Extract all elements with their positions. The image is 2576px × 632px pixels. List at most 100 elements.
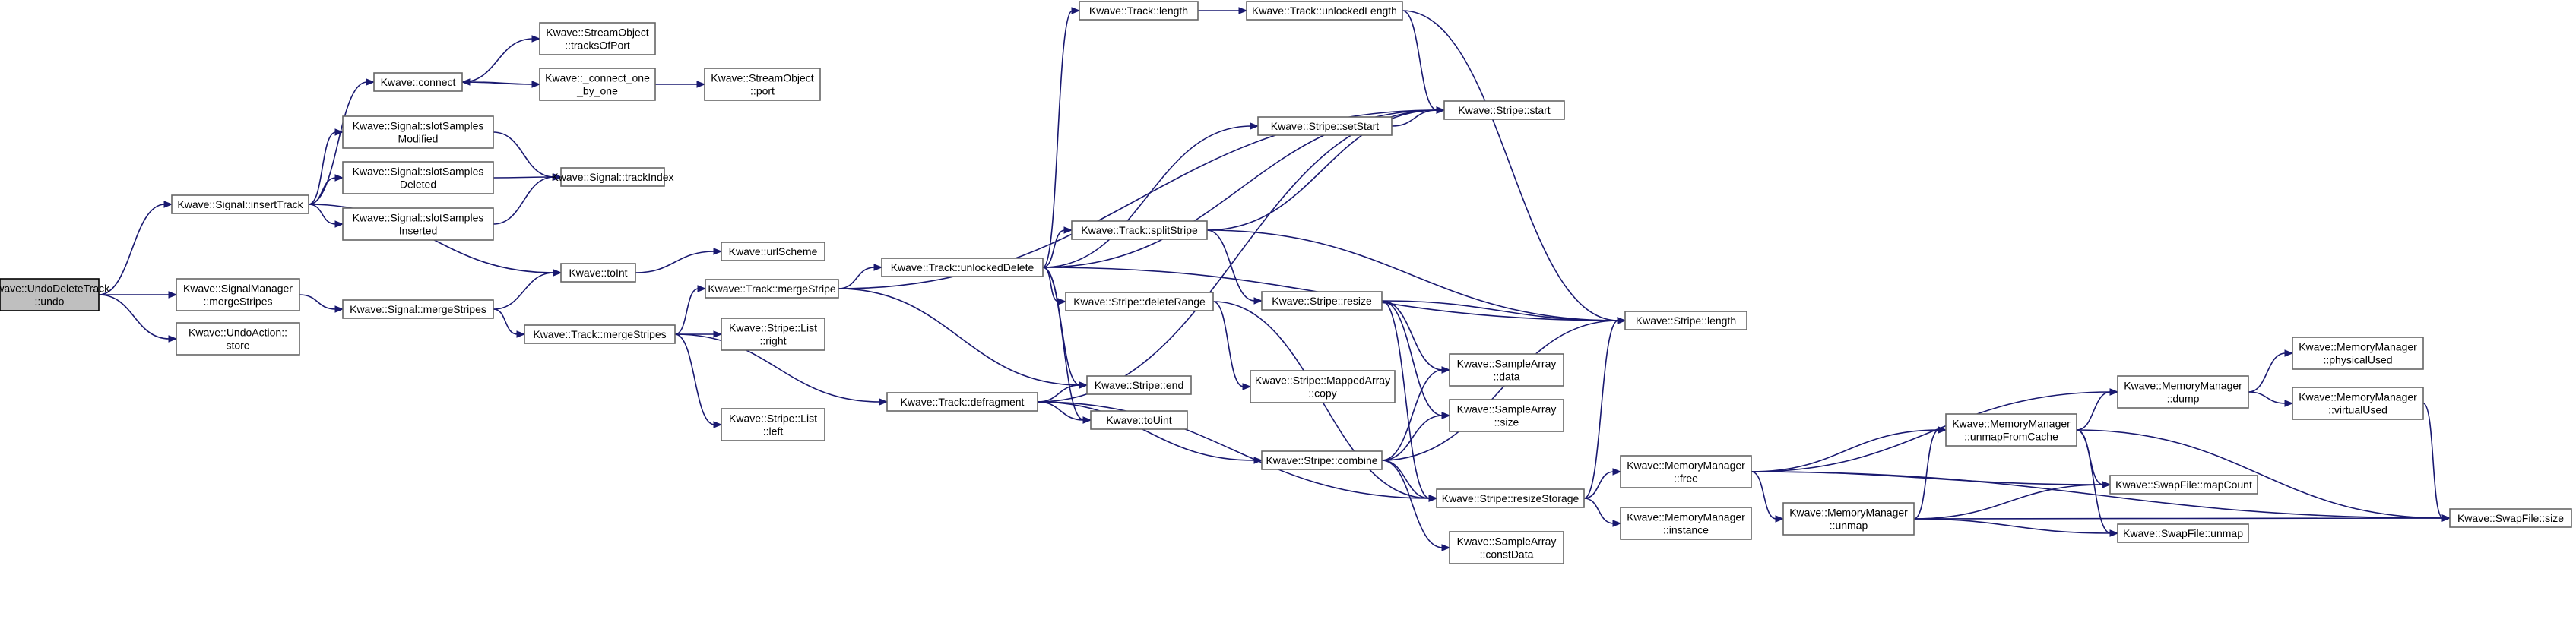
node-box (539, 68, 656, 101)
node-connect[interactable]: Kwave::connect (373, 72, 463, 92)
edge-line (1381, 300, 1431, 499)
node-label: Kwave::Stripe::combine (1266, 454, 1377, 466)
arrowhead (553, 269, 562, 276)
node-toInt[interactable]: Kwave::toInt (560, 263, 636, 283)
node-label: Kwave::MemoryManager (2299, 391, 2417, 403)
node-box (342, 115, 494, 149)
node-box (1449, 531, 1564, 564)
node-sigMerge[interactable]: Kwave::Signal::mergeStripes (342, 299, 494, 319)
node-stripeLength[interactable]: Kwave::Stripe::length (1624, 311, 1747, 330)
node-mmVirtual[interactable]: Kwave::MemoryManager::virtualUsed (2292, 387, 2424, 420)
node-trackIndex[interactable]: Kwave::Signal::trackIndex (551, 167, 674, 187)
node-stripeEnd[interactable]: Kwave::Stripe::end (1086, 375, 1192, 395)
arrowhead (1612, 468, 1622, 476)
node-mmDump[interactable]: Kwave::MemoryManager::dump (2117, 375, 2249, 409)
node-undoStore[interactable]: Kwave::UndoAction::store (176, 322, 300, 356)
node-splitStripe[interactable]: Kwave::Track::splitStripe (1071, 220, 1208, 240)
edge-stripeResize-to-saData (1381, 300, 1451, 374)
node-swapUnmap[interactable]: Kwave::SwapFile::unmap (2117, 523, 2249, 543)
node-box (560, 167, 665, 187)
node-setStart[interactable]: Kwave::Stripe::setStart (1257, 116, 1393, 136)
node-combine[interactable]: Kwave::Stripe::combine (1261, 450, 1383, 470)
edge-line (1037, 401, 1256, 461)
arrowhead (334, 305, 344, 313)
arrowhead (713, 330, 723, 338)
node-saConstData[interactable]: Kwave::SampleArray::constData (1449, 531, 1564, 564)
node-toUint[interactable]: Kwave::toUint (1090, 410, 1188, 430)
arrowhead (1253, 297, 1263, 305)
edge-trackMergeStripe-to-unlockedDelete (838, 264, 883, 289)
nodes-layer: Kwave::UndoDeleteTrack::undoKwave::Signa… (0, 1, 2572, 564)
edge-line (1583, 471, 1614, 499)
edge-combine-to-saData (1381, 366, 1451, 461)
node-trackMergeStripes[interactable]: Kwave::Track::mergeStripes (524, 324, 676, 344)
node-deleteRange[interactable]: Kwave::Stripe::deleteRange (1065, 292, 1214, 311)
edge-defragment-to-stripeEnd (1037, 381, 1088, 403)
node-listLeft[interactable]: Kwave::Stripe::List::left (721, 408, 825, 441)
node-smMerge[interactable]: Kwave::SignalManager::mergeStripes (176, 278, 300, 311)
node-unlockedLength[interactable]: Kwave::Track::unlockedLength (1246, 1, 1403, 21)
edge-unlockedDelete-to-setStart (1042, 122, 1259, 268)
node-stripeStart[interactable]: Kwave::Stripe::start (1443, 100, 1565, 120)
arrowhead (334, 128, 344, 136)
node-mmUnmap[interactable]: Kwave::MemoryManager::unmap (1782, 502, 1915, 536)
node-swapMapCount[interactable]: Kwave::SwapFile::mapCount (2109, 475, 2258, 495)
edge-line (1751, 471, 2104, 485)
edge-line (98, 204, 166, 295)
arrowhead (1079, 381, 1088, 389)
node-undo[interactable]: Kwave::UndoDeleteTrack::undo (0, 278, 110, 311)
node-stripeResize[interactable]: Kwave::Stripe::resize (1261, 291, 1383, 311)
edge-defragment-to-toUint (1037, 401, 1092, 424)
node-trackLength[interactable]: Kwave::Track::length (1079, 1, 1199, 21)
node-label: ::left (763, 425, 784, 438)
arrowhead (334, 220, 344, 228)
node-label: Kwave::Stripe::deleteRange (1073, 295, 1206, 308)
node-label: ::constData (1480, 548, 1534, 561)
node-box (1246, 1, 1403, 21)
edge-undo-to-smMerge (98, 291, 178, 299)
node-defragment[interactable]: Kwave::Track::defragment (886, 392, 1038, 412)
node-label: Kwave::SwapFile::mapCount (2115, 479, 2252, 491)
edge-line (1042, 229, 1066, 268)
edge-deleteRange-to-mappedCopy (1212, 301, 1252, 390)
edge-line (1583, 320, 1619, 499)
node-label: ::tracksOfPort (565, 40, 630, 52)
node-swapSize[interactable]: Kwave::SwapFile::size (2449, 508, 2572, 528)
node-mappedCopy[interactable]: Kwave::Stripe::MappedArray::copy (1250, 370, 1396, 403)
edge-line (1206, 109, 1438, 231)
node-label: ::port (750, 85, 775, 97)
arrowhead (1250, 122, 1259, 130)
edge-resizeStorage-to-mmInstance (1583, 498, 1622, 527)
node-label: ::undo (35, 295, 65, 308)
node-label: Kwave::Signal::mergeStripes (350, 303, 486, 315)
node-trackMergeStripe[interactable]: Kwave::Track::mergeStripe (705, 279, 839, 299)
edge-sigMerge-to-trackMergeStripes (493, 308, 526, 338)
node-insertTrack[interactable]: Kwave::Signal::insertTrack (171, 194, 309, 214)
arrowhead (1436, 106, 1446, 114)
node-box (176, 322, 300, 356)
node-mmFree[interactable]: Kwave::MemoryManager::free (1620, 455, 1752, 488)
node-saSize[interactable]: Kwave::SampleArray::size (1449, 399, 1564, 432)
node-mmInstance[interactable]: Kwave::MemoryManager::instance (1620, 507, 1752, 540)
edge-line (1042, 267, 1085, 421)
node-resizeStorage[interactable]: Kwave::Stripe::resizeStorage (1436, 488, 1585, 508)
node-box (342, 207, 494, 241)
edge-line (1913, 484, 2104, 520)
node-unlockedDelete[interactable]: Kwave::Track::unlockedDelete (881, 258, 1044, 277)
arrowhead (334, 174, 344, 182)
node-mmPhysical[interactable]: Kwave::MemoryManager::physicalUsed (2292, 337, 2424, 370)
edge-connect-to-tracksOfPort (461, 35, 541, 83)
node-urlScheme[interactable]: Kwave::urlScheme (721, 242, 825, 261)
node-port[interactable]: Kwave::StreamObject::port (704, 68, 821, 101)
edge-line (308, 177, 337, 205)
node-mmUnmapFromCache[interactable]: Kwave::MemoryManager::unmapFromCache (1945, 413, 2077, 447)
node-listRight[interactable]: Kwave::Stripe::List::right (721, 318, 825, 351)
node-connectOne[interactable]: Kwave::_connect_one_by_one (539, 68, 656, 101)
node-saData[interactable]: Kwave::SampleArray::data (1449, 353, 1564, 387)
node-box (2449, 508, 2572, 528)
node-tracksOfPort[interactable]: Kwave::StreamObject::tracksOfPort (539, 22, 656, 55)
node-label: Kwave::MemoryManager (1627, 460, 1745, 472)
